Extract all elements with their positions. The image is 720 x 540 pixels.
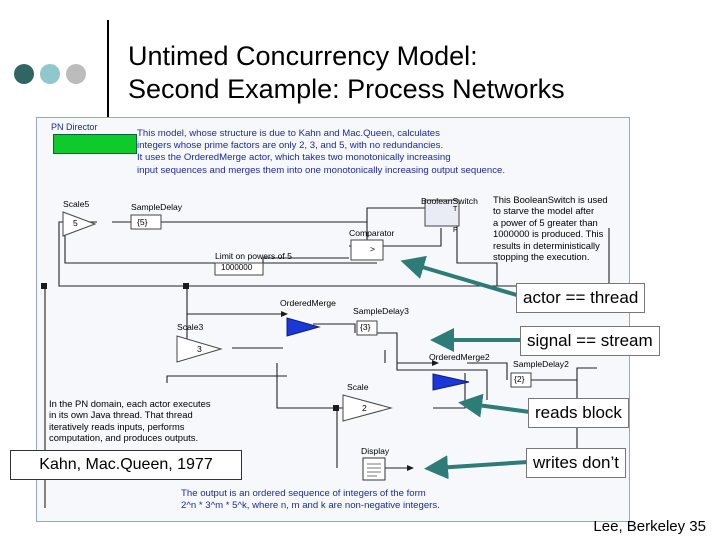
sample-delay2-value: {2} [514,374,525,384]
switch-note: This BooleanSwitch is used to starve the… [493,194,608,262]
writes-callout-arrow [424,455,529,480]
title-line-1: Untimed Concurrency Model: [128,41,478,71]
signal-stream-callout: signal == stream [520,326,660,356]
switch-note-line: This BooleanSwitch is used [493,194,608,205]
boolean-switch-label: BooleanSwitch [421,196,478,206]
comparator-label: Comparator [349,228,395,238]
sample-delay2-actor [510,372,532,388]
description-line: input sequences and merges them into one… [137,164,505,176]
scale3-value: 3 [197,344,202,354]
sample-delay2-label: SampleDelay2 [513,359,569,369]
switch-true-port: T [453,206,458,213]
output-note: The output is an ordered sequence of int… [181,488,440,512]
title-divider [107,20,109,120]
display-label: Display [361,446,390,456]
ordered-merge2-label: OrderedMerge2 [429,352,490,362]
citation-box: Kahn, Mac.Queen, 1977 [10,450,242,480]
limit-const-actor [214,262,264,276]
pn-note-line: iteratively reads inputs, performs [49,420,185,432]
sample-delay3-label: SampleDelay3 [353,306,409,316]
scale5-actor [62,211,97,237]
scale-value: 2 [362,403,367,413]
description-line: It uses the OrderedMerge actor, which ta… [137,152,451,164]
ordered-merge2-icon [432,373,470,391]
scale3-label: Scale3 [177,322,204,332]
bullet-dot-gray [66,64,86,84]
ordered-merge-icon [286,317,321,337]
model-wires [41,199,610,508]
description-line: integers whose prime factors are only 2,… [137,140,444,152]
switch-false-port: F [453,227,458,234]
title-line-2: Second Example: Process Networks [128,74,565,104]
pn-director-label: PN Director [51,122,98,132]
actor-callout-arrow [400,255,521,298]
bullet-dot-light [40,64,60,84]
comparator-operator: > [370,244,376,254]
pn-note-line: In the PN domain, each actor executes [49,398,211,409]
scale-label: Scale [347,382,369,392]
pn-director-icon[interactable] [53,134,137,154]
switch-note-line: 1000000 is produced. This [493,228,604,240]
sample-delay3-value: {3} [360,322,371,332]
switch-note-line: to starve the model after [493,205,595,217]
scale3-actor [176,335,223,363]
scale5-value: 5 [73,218,78,228]
ordered-merge-label: OrderedMerge [280,298,336,308]
output-note-line: The output is an ordered sequence of int… [181,488,426,499]
boolean-switch-actor [424,199,460,227]
reads-block-callout: reads block [528,398,629,428]
pn-note-line: in its own Java thread. That thread [49,409,193,421]
switch-note-line: results in deterministically [493,239,600,251]
slide-title: Untimed Concurrency Model: Second Exampl… [128,40,565,106]
writes-dont-callout: writes don’t [526,448,626,478]
sample-delay-label: SampleDelay [131,202,183,212]
pn-domain-note: In the PN domain, each actor executes in… [49,398,211,444]
limit-label: Limit on powers of 5 [215,251,292,261]
description-line: This model, whose structure is due to Ka… [137,128,440,139]
slide-footer: Lee, Berkeley 35 [593,518,706,535]
pn-note-line: computation, and produces outputs. [49,432,199,444]
scale5-label: Scale5 [63,199,90,209]
output-note-line: 2^n * 3^m * 5^k, where n, m and k are no… [181,500,440,512]
actor-thread-callout: actor == thread [516,283,646,313]
limit-value: 1000000 [221,263,253,272]
bullet-dot-dark [14,64,34,84]
switch-note-line: a power of 5 greater than [493,216,598,228]
sample-delay3-actor [356,320,378,336]
scale-actor [342,394,393,422]
model-description: This model, whose structure is due to Ka… [137,128,505,177]
sample-delay-actor [130,214,162,230]
sample-delay-value: {5} [137,217,148,227]
reads-callout-arrow [458,393,531,418]
switch-note-line: stopping the execution. [493,251,590,263]
comparator-actor [350,239,384,261]
